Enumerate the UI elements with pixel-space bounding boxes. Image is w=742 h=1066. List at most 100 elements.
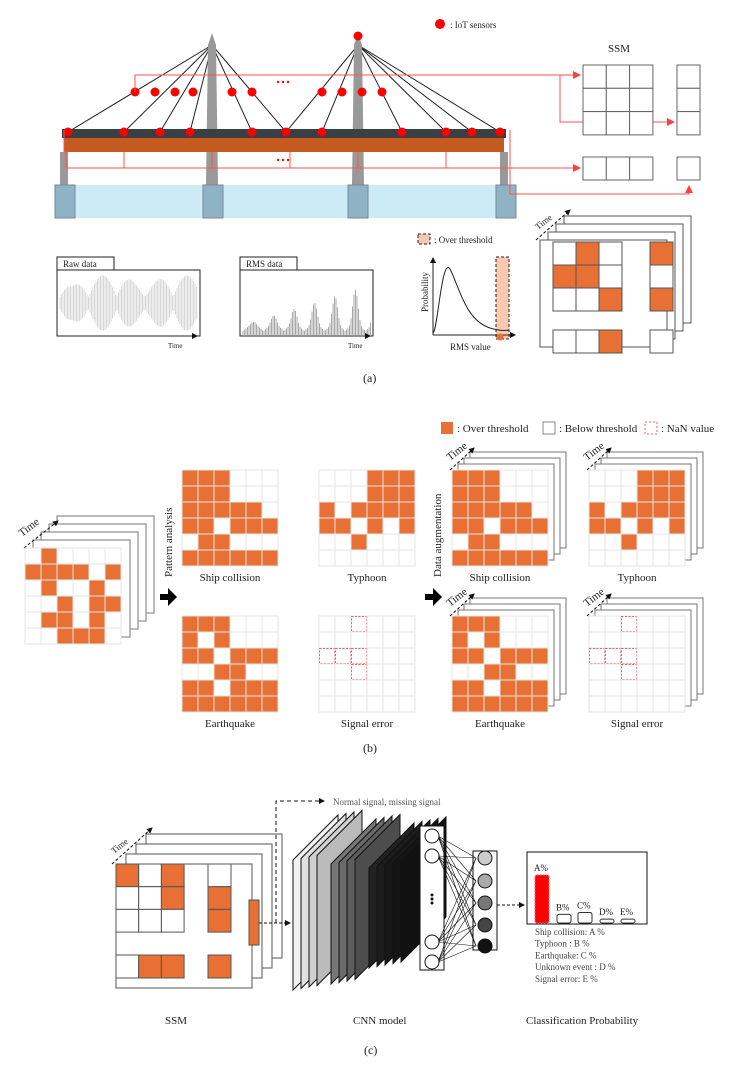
grid-cell <box>636 501 654 519</box>
grid-cell <box>40 595 58 613</box>
connection <box>437 924 477 963</box>
grid-cell <box>88 627 106 645</box>
deck <box>64 138 504 152</box>
grid-cell <box>652 533 670 551</box>
connection <box>437 941 477 947</box>
grid-cell <box>668 679 686 697</box>
cnn-layers <box>292 809 447 992</box>
ellipsis <box>276 80 290 162</box>
grid-cell <box>24 579 42 597</box>
grid-cell <box>467 615 485 633</box>
grid-cell <box>318 663 336 681</box>
ssm-cell <box>649 264 674 289</box>
grid-cell <box>636 533 654 551</box>
pattern-earthquake: Earthquake <box>181 615 279 730</box>
rms-data-label: RMS data <box>246 259 282 269</box>
ssm-cell <box>629 111 654 136</box>
connection <box>437 855 477 859</box>
rms-time-label: Time <box>348 342 363 350</box>
grid-cell <box>531 533 549 551</box>
grid-cell <box>531 647 549 665</box>
grid-cell <box>318 695 336 713</box>
grid-cell <box>318 517 336 535</box>
sensor-icon <box>119 127 129 137</box>
ssm-cell <box>138 886 162 910</box>
water <box>55 185 515 218</box>
grid-cell <box>245 485 263 503</box>
grid-cell <box>229 549 247 567</box>
class-line: Typhoon : B % <box>535 939 590 949</box>
ssm-cell <box>582 156 607 181</box>
sensor-icon <box>227 87 237 97</box>
grid-cell <box>515 517 533 535</box>
ssm-cell <box>207 954 232 979</box>
sensor-icon <box>441 127 451 137</box>
output-neuron <box>477 938 493 954</box>
grid-cell <box>350 485 368 503</box>
grid-cell <box>72 627 90 645</box>
ssm-title: SSM <box>608 43 630 55</box>
grid-cell <box>588 615 606 633</box>
dense-layer <box>419 825 525 971</box>
cable <box>357 44 447 133</box>
grid-cell <box>213 549 231 567</box>
sensor-legend-icon <box>435 19 445 29</box>
grid-cell <box>229 615 247 633</box>
ssm-cell <box>582 87 607 113</box>
grid-cell <box>620 679 638 697</box>
grid-cell <box>499 647 517 665</box>
grid-cell <box>229 485 247 503</box>
density-curve <box>432 267 510 334</box>
grid-cell <box>229 663 247 681</box>
grid-cell <box>604 615 622 633</box>
grid-cell <box>588 549 606 567</box>
grid-cell <box>451 549 469 567</box>
grid-cell <box>88 563 106 581</box>
grid-cell <box>483 695 501 713</box>
grid-cell <box>588 647 606 665</box>
grid-cell <box>531 549 549 567</box>
grid-cell <box>197 517 215 535</box>
sensor-icon <box>337 87 347 97</box>
bar-label: C% <box>577 900 591 910</box>
arrow-right-icon <box>425 588 442 606</box>
grid-cell <box>318 469 336 487</box>
grid-cell <box>181 695 199 713</box>
grid-cell <box>366 679 384 697</box>
grid-cell <box>382 485 400 503</box>
grid-cell <box>515 533 533 551</box>
grid-cell <box>652 663 670 681</box>
grid-cell <box>604 517 622 535</box>
grid-cell <box>620 485 638 503</box>
grid-cell <box>398 501 416 519</box>
grid-cell <box>334 485 352 503</box>
classification-probability-label: Classification Probability <box>526 1015 639 1027</box>
grid-cell <box>636 469 654 487</box>
sensor-icon <box>317 127 327 137</box>
bar-label: E% <box>620 907 633 917</box>
cables <box>67 44 501 133</box>
ssm-cell <box>676 64 701 89</box>
data-augmentation-label: Data augmentation <box>432 493 444 577</box>
grid-cell <box>636 647 654 665</box>
grid-cell <box>318 647 336 665</box>
grid-cell <box>213 485 231 503</box>
grid-cell <box>350 695 368 713</box>
ssm-cell <box>552 264 577 289</box>
grid-cell <box>104 563 122 581</box>
grid-cell <box>398 533 416 551</box>
grid-cell <box>499 663 517 681</box>
pier-base <box>347 184 369 219</box>
grid-cell <box>668 549 686 567</box>
grid-cell <box>531 517 549 535</box>
time-axis-arrow <box>449 593 475 617</box>
grid-cell <box>197 549 215 567</box>
grid-cell <box>515 485 533 503</box>
grid-cell <box>588 469 606 487</box>
grid-cell <box>483 533 501 551</box>
grid-cell <box>483 615 501 633</box>
grid-cell <box>56 563 74 581</box>
ssm-cell <box>115 954 140 979</box>
bar-label: B% <box>556 902 570 912</box>
ellipsis-dot <box>430 897 434 901</box>
